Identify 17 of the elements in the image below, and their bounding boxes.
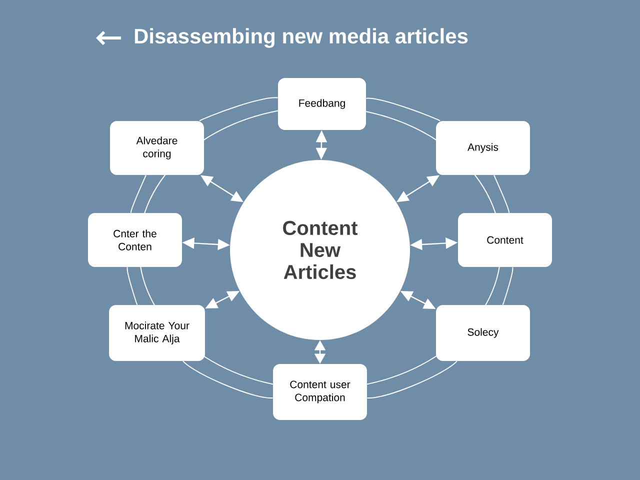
title: Disassembing new media articles	[134, 28, 468, 48]
ring-connector	[366, 98, 441, 122]
step-box: Solecy	[436, 305, 530, 361]
ring-connector	[502, 266, 514, 306]
ring-connector	[182, 360, 274, 398]
step-box: Alvedare coring	[110, 121, 204, 175]
ring-connector	[199, 97, 278, 122]
ring-connector	[130, 174, 146, 214]
ring-connector	[366, 360, 458, 398]
step-box: Cnter the Conten	[88, 213, 182, 267]
ring-connector	[126, 266, 138, 306]
step-box: Mocirate Your Malic Alja	[109, 305, 205, 361]
step-box: Feedbang	[278, 78, 366, 130]
step-box: Content	[458, 213, 552, 267]
ring-connector	[494, 174, 510, 214]
step-box: Anysis	[436, 121, 530, 175]
step-box: Content user Compation	[273, 364, 367, 420]
